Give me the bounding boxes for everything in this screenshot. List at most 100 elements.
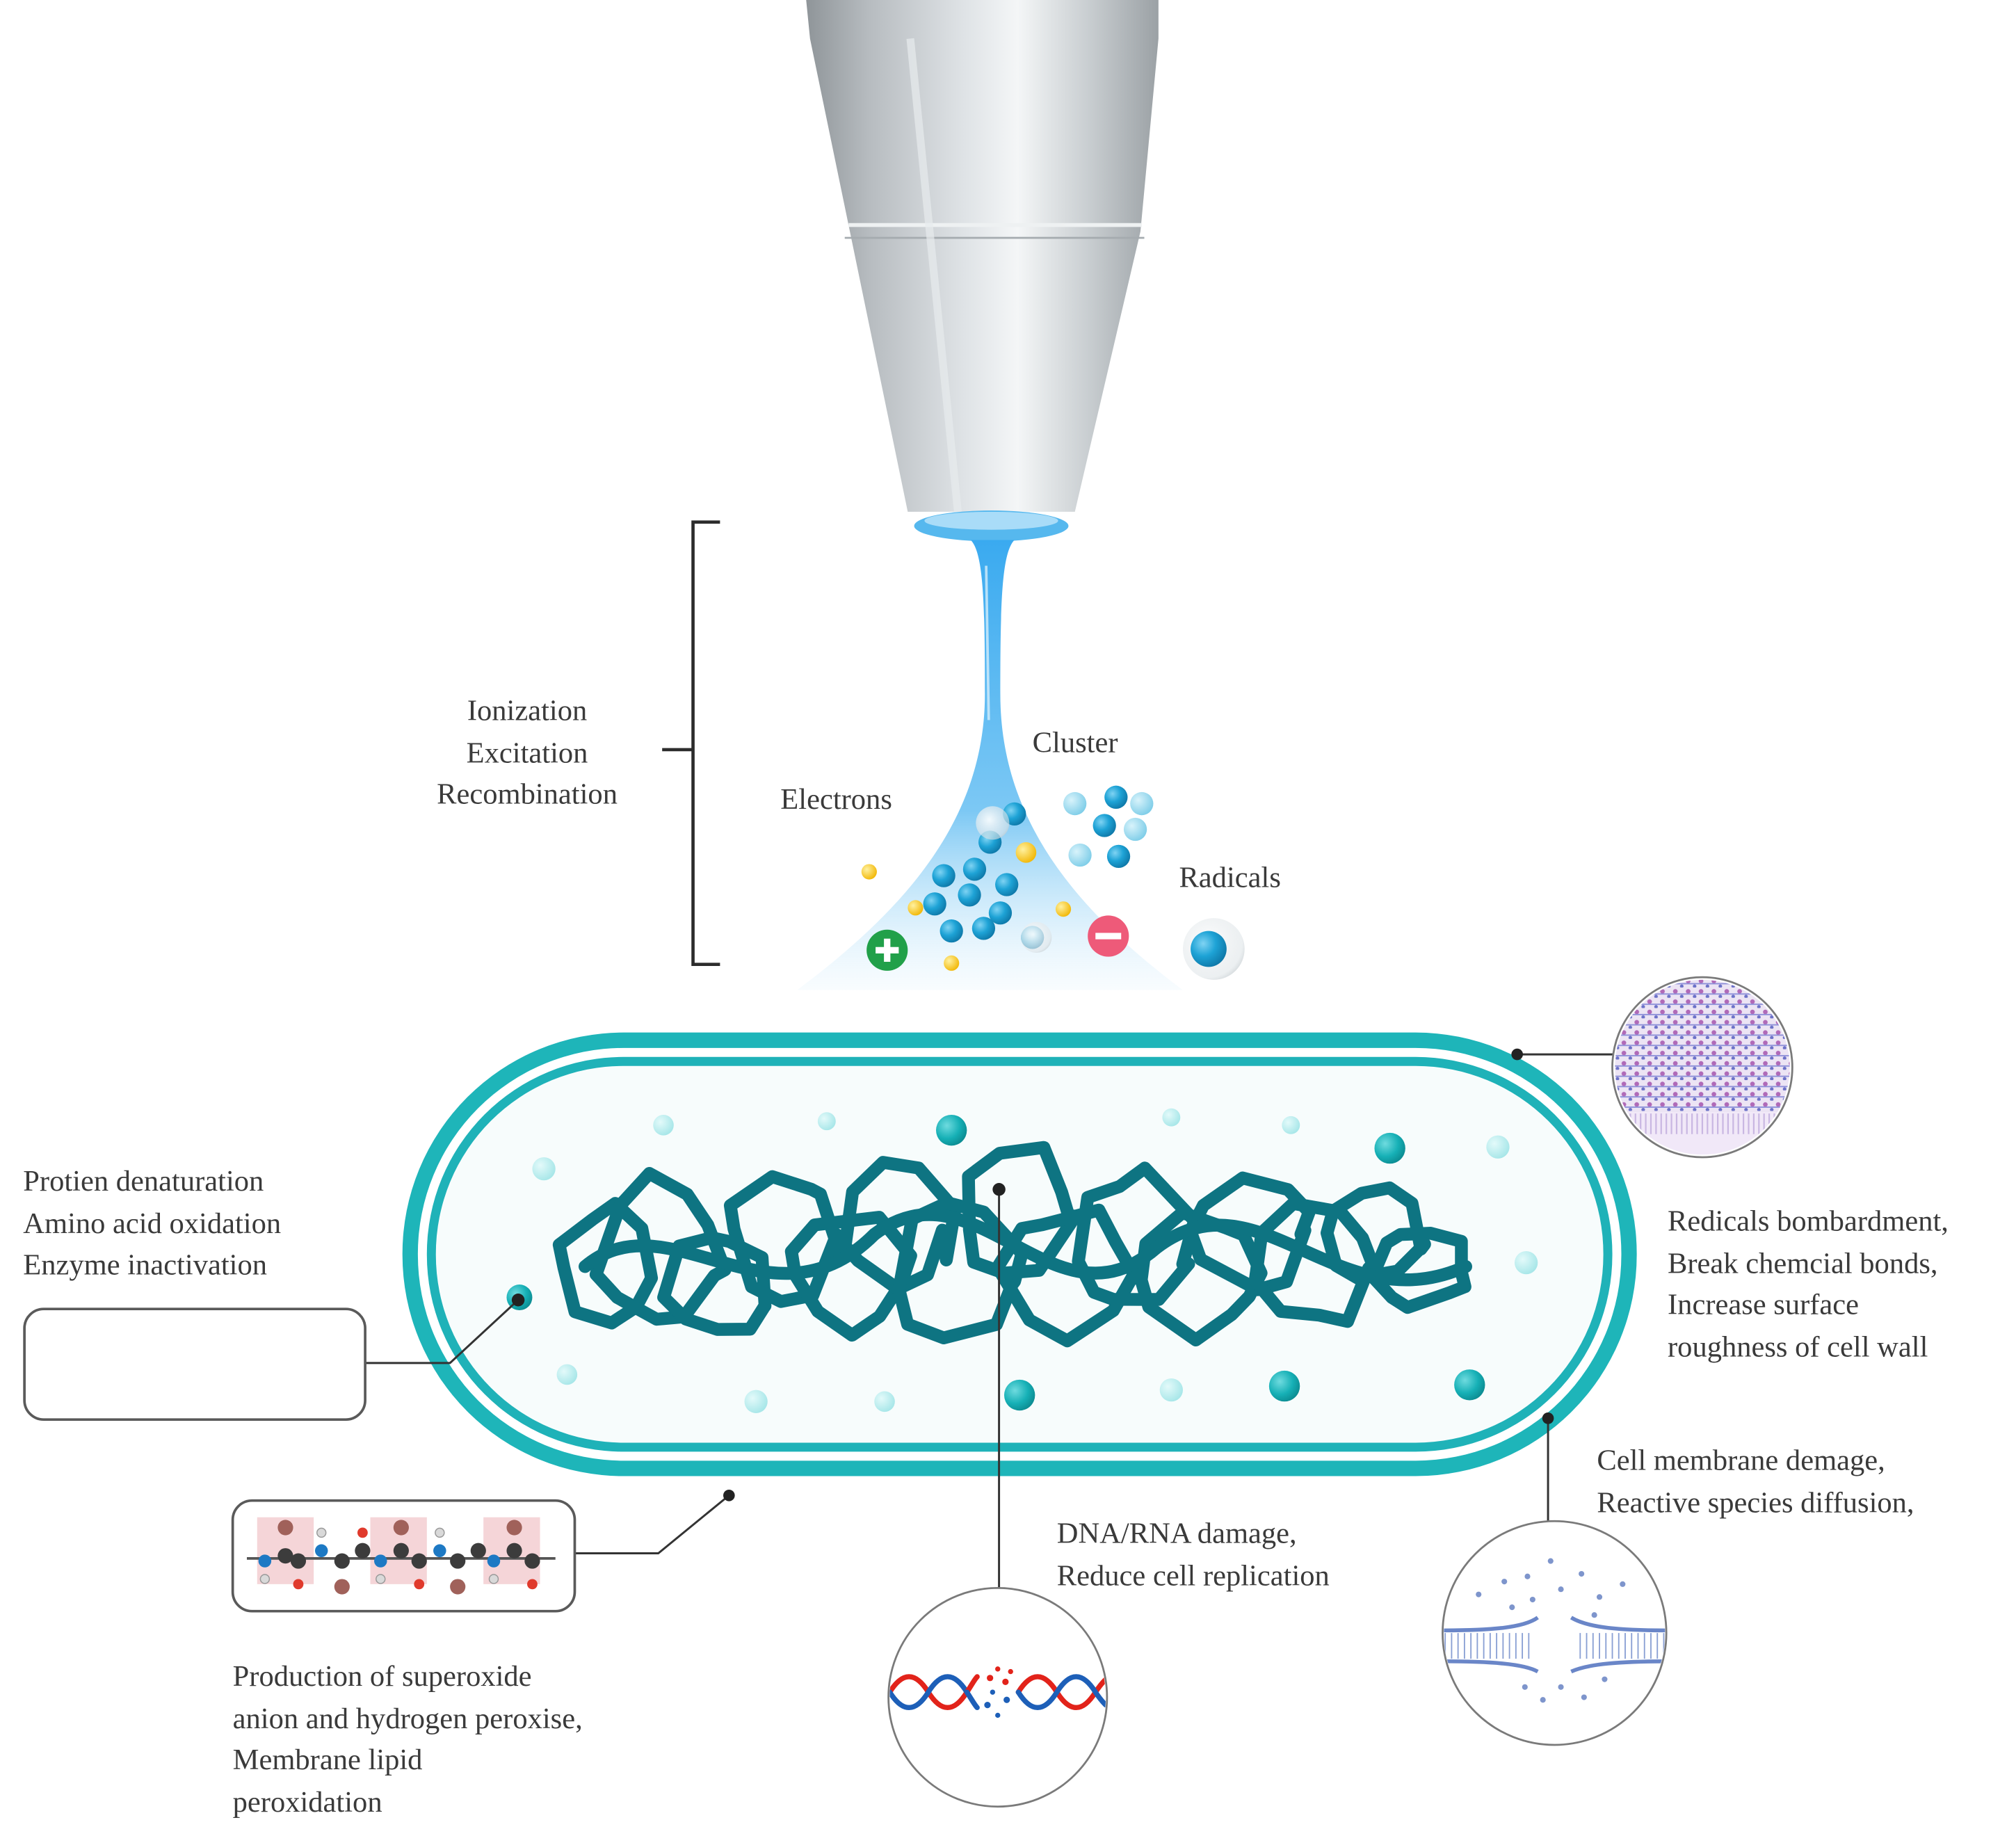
cell-wall-zoom (1611, 976, 1793, 1159)
membrane-effect: Cell membrane demage, (1597, 1444, 1885, 1476)
dna-effect: Reduce cell replication (1056, 1559, 1330, 1592)
cluster-particle (1068, 843, 1092, 867)
dna-loop (991, 1203, 1143, 1348)
diffusing-species (1547, 1558, 1554, 1564)
cluster-particle (1092, 814, 1116, 837)
cytoplasm-dot (556, 1364, 578, 1385)
ion-particle (995, 873, 1019, 896)
bubble-particle (976, 806, 1010, 840)
plus-ion-icon (866, 929, 908, 971)
diffusing-species (1596, 1594, 1603, 1600)
process-label: Recombination (437, 778, 618, 810)
lipid-effect: peroxidation (232, 1785, 382, 1818)
dna-backbone (579, 1208, 1472, 1287)
dna-loop (839, 1156, 962, 1296)
diffusing-species (1602, 1676, 1608, 1682)
lipid-effects-label: Production of superoxide anion and hydro… (233, 1656, 583, 1823)
plasma-particles (861, 785, 1245, 980)
minus-ion-icon (1088, 915, 1129, 957)
cytoplasm-dot (1486, 1135, 1510, 1159)
membrane-effect: Reactive species diffusion, (1597, 1485, 1914, 1518)
cytoplasm-dot (817, 1112, 836, 1131)
electron-particle (1015, 842, 1037, 863)
cytoplasm-dot (1159, 1378, 1183, 1402)
diffusing-species (1524, 1573, 1531, 1579)
cell-wall-effect: roughness of cell wall (1668, 1330, 1928, 1362)
electron-particle (944, 955, 960, 971)
cytoplasm-dot (1003, 1379, 1035, 1411)
protein-chain-box (23, 1307, 366, 1422)
cell-wall-effect: Increase surface (1668, 1288, 1860, 1321)
radical-particle (1191, 931, 1227, 967)
diffusing-species (1558, 1586, 1564, 1593)
ion-particle (958, 883, 981, 907)
cytoplasm-dot (874, 1391, 895, 1412)
cluster-particle (1063, 791, 1087, 816)
dna-nucleoid (552, 1141, 1472, 1348)
dna-zoom (887, 1587, 1108, 1808)
diffusing-species (1581, 1694, 1587, 1700)
plasma-nozzle (806, 0, 1159, 542)
cluster-label: Cluster (1032, 726, 1118, 759)
cytoplasm-dot (1454, 1369, 1485, 1401)
dna-loop (1366, 1227, 1471, 1314)
dna-loop (723, 1170, 848, 1308)
ion-particle (923, 892, 946, 916)
electron-particle (861, 864, 877, 880)
diffusing-species (1558, 1684, 1564, 1690)
cytoplasm-dot (1374, 1132, 1405, 1164)
process-bracket (662, 520, 720, 966)
cell-wall-effect: Break chemcial bonds, (1668, 1246, 1938, 1279)
lipid-effect: anion and hydrogen peroxise, (232, 1702, 583, 1734)
cytoplasm-dot (1282, 1116, 1300, 1134)
protein-effect: Enzyme inactivation (23, 1248, 267, 1281)
process-label: Ionization (467, 694, 588, 727)
dna-loop (962, 1141, 1082, 1280)
protein-effect: Protien denaturation (23, 1165, 264, 1198)
diffusing-species (1591, 1612, 1597, 1618)
protein-effect: Amino acid oxidation (23, 1207, 282, 1239)
bubble-particle (1021, 921, 1052, 953)
cytoplasm-dot (1268, 1370, 1300, 1402)
diffusing-species (1620, 1581, 1626, 1587)
callout-dots (511, 1048, 1554, 1501)
cytoplasm-dot (532, 1157, 556, 1181)
diffusing-species (1540, 1697, 1546, 1703)
ion-particle (971, 917, 996, 940)
lipid-effect: Membrane lipid (232, 1744, 423, 1776)
plasma-jet (797, 540, 1183, 990)
diffusing-species (1529, 1596, 1535, 1603)
diffusing-species (1579, 1570, 1585, 1577)
protein-effects-label: Protien denaturation Amino acid oxidatio… (23, 1161, 281, 1287)
dna-effect: DNA/RNA damage, (1056, 1517, 1297, 1549)
cytoplasm-dot (653, 1114, 674, 1136)
callout-leaders (364, 1053, 1615, 1591)
membrane-zoom (1442, 1520, 1668, 1746)
membrane-effects-label: Cell membrane demage, Reactive species d… (1597, 1440, 1914, 1524)
diffusing-species (1501, 1579, 1508, 1585)
cytoplasm-dot (1162, 1108, 1181, 1127)
process-label: Excitation (466, 736, 588, 768)
process-labels: Ionization Excitation Recombination (398, 691, 656, 816)
cluster-particle (1123, 817, 1147, 842)
cytoplasm-dot (935, 1114, 967, 1146)
dna-loop (1134, 1206, 1268, 1346)
diffusing-species (1476, 1591, 1482, 1597)
cytoplasm-dot (744, 1390, 768, 1413)
cytoplasm-dot (1515, 1250, 1538, 1275)
lipid-effect: Production of superoxide (232, 1659, 532, 1693)
cytoplasm-particles (506, 1108, 1538, 1413)
ion-particle (940, 919, 963, 943)
electron-particle (1055, 901, 1072, 917)
cluster-particle (1104, 785, 1128, 809)
radicals-label: Radicals (1179, 861, 1281, 894)
cluster-particle (1106, 844, 1131, 869)
ion-particle (988, 901, 1013, 925)
electrons-label: Electrons (780, 782, 892, 816)
dna-effects-label: DNA/RNA damage, Reduce cell replication (1057, 1513, 1330, 1597)
electron-particle (908, 900, 924, 916)
ion-particle (932, 864, 955, 887)
cell-wall-effects-label: Redicals bombardment, Break chemcial bon… (1668, 1201, 1949, 1368)
